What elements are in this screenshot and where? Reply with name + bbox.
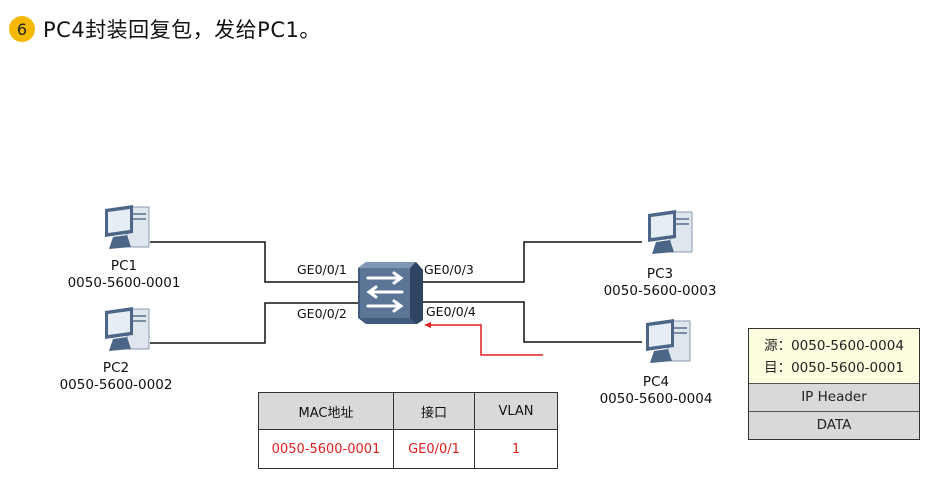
link-pc4 [420,301,642,343]
slide-title: 6 PC4封装回复包，发给PC1。 [9,14,321,44]
pc4-computer-icon [646,319,691,363]
step-badge: 6 [9,16,35,42]
mac-table-header: MAC地址 接口 VLAN [258,392,558,430]
header-interface: 接口 [393,392,475,430]
link-pc3 [420,241,642,283]
pc3-name: PC3 [646,266,674,282]
port-ge002: GE0/0/2 [297,306,347,321]
pc4-mac: 0050-5600-0004 [599,391,713,407]
port-ge004: GE0/0/4 [426,304,476,319]
pc2-name: PC2 [102,360,130,376]
pc2-mac: 0050-5600-0002 [59,377,173,393]
link-pc2 [150,302,362,344]
frame-ip-header: IP Header [749,384,919,411]
pc1-mac: 0050-5600-0001 [67,275,181,291]
pc1-label: PC1 0050-5600-0001 [64,258,184,292]
pc2-label: PC2 0050-5600-0002 [56,360,176,394]
pc3-label: PC3 0050-5600-0003 [600,266,720,300]
frame-address-section: 源：0050-5600-0004 目：0050-5600-0001 [749,329,919,384]
header-vlan: VLAN [474,392,558,430]
pc3-computer-icon [648,210,693,254]
frame-data: DATA [749,411,919,439]
pc2-computer-icon [105,307,150,351]
arrow-head [424,322,431,328]
title-text: PC4封装回复包，发给PC1。 [43,18,321,42]
cell-mac: 0050-5600-0001 [258,429,394,469]
port-ge003: GE0/0/3 [424,262,474,277]
table-row: 0050-5600-0001 GE0/0/1 1 [258,429,558,469]
packet-path-arrow [430,324,543,356]
link-pc1 [150,241,362,283]
mac-address-table: MAC地址 接口 VLAN 0050-5600-0001 GE0/0/1 1 [258,392,558,469]
frame-src-mac: 源：0050-5600-0004 [764,338,904,354]
pc4-label: PC4 0050-5600-0004 [596,374,716,408]
header-mac: MAC地址 [258,392,394,430]
ethernet-frame: 源：0050-5600-0004 目：0050-5600-0001 IP Hea… [748,328,920,440]
pc3-mac: 0050-5600-0003 [603,283,717,299]
cell-interface: GE0/0/1 [393,429,475,469]
pc1-computer-icon [105,205,150,249]
frame-dst-mac: 目：0050-5600-0001 [764,360,904,376]
switch-icon [358,262,423,324]
port-ge001: GE0/0/1 [297,262,347,277]
pc1-name: PC1 [110,258,138,274]
pc4-name: PC4 [642,374,670,390]
cell-vlan: 1 [474,429,558,469]
